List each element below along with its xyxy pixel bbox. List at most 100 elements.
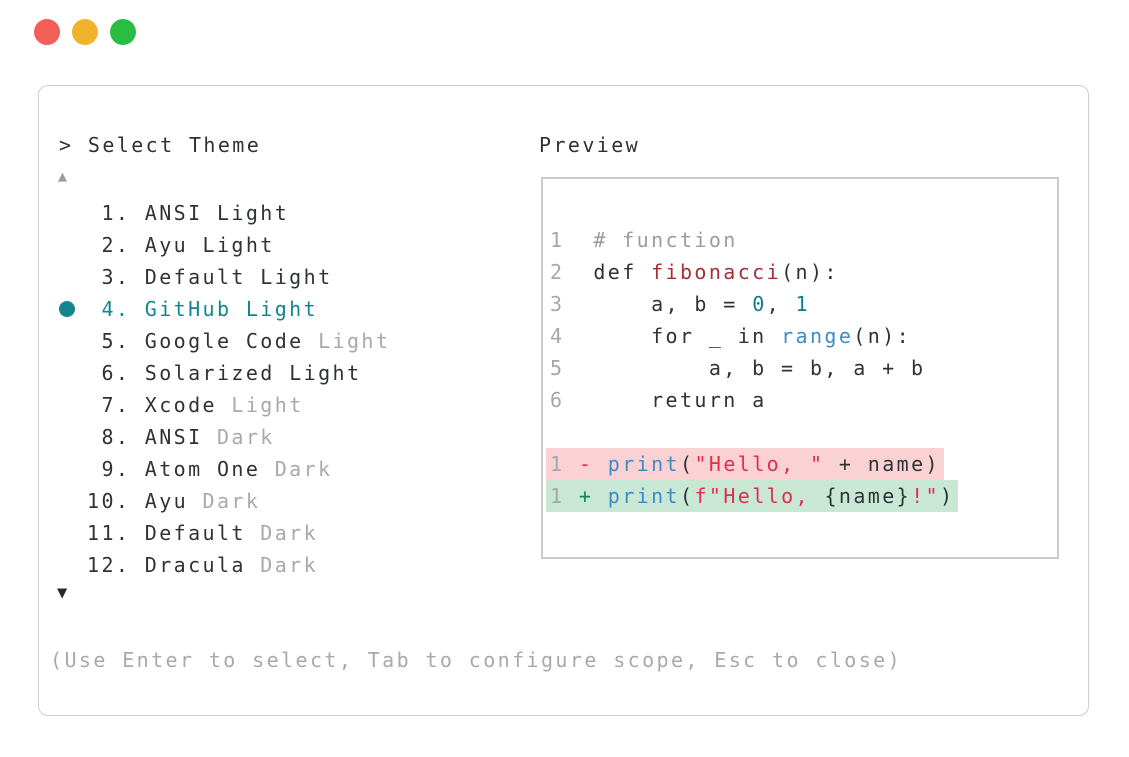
theme-option[interactable]: 7. Xcode Light (59, 389, 390, 421)
select-theme-prompt: > Select Theme (59, 133, 262, 157)
bullet-placeholder (59, 365, 75, 381)
code-token: ( (680, 484, 695, 508)
theme-option[interactable]: 3. Default Light (59, 261, 390, 293)
code-token: f"Hello, (694, 484, 825, 508)
theme-option-name: Default (144, 265, 246, 289)
bullet-placeholder (59, 557, 75, 573)
theme-option-number: 1. (87, 201, 145, 225)
theme-option-name: Ayu (144, 233, 189, 257)
bullet-placeholder (59, 397, 75, 413)
theme-option-variant: Light (188, 233, 275, 257)
code-token: # function (593, 228, 738, 252)
theme-option-number: 6. (87, 361, 145, 385)
code-line: 1 # function (546, 224, 742, 256)
theme-option-number: 8. (87, 425, 145, 449)
code-token: return a (593, 388, 767, 412)
theme-option-number: 7. (87, 393, 145, 417)
theme-option-number: 2. (87, 233, 145, 257)
code-line: 6 return a (546, 384, 771, 416)
line-number: 1 (550, 228, 594, 252)
theme-option-name: GitHub (144, 297, 232, 321)
bullet-placeholder (59, 237, 75, 253)
scroll-up-icon: ▲ (58, 167, 68, 185)
bullet-placeholder (59, 525, 75, 541)
bullet-placeholder (59, 333, 75, 349)
theme-option[interactable]: 1. ANSI Light (59, 197, 390, 229)
code-token: for _ in (593, 324, 782, 348)
theme-option-name: ANSI (144, 201, 203, 225)
line-number: 1 (550, 484, 579, 508)
theme-option[interactable]: 9. Atom One Dark (59, 453, 390, 485)
theme-option-variant: Dark (188, 489, 261, 513)
theme-option[interactable]: 2. Ayu Light (59, 229, 390, 261)
theme-option[interactable]: 11. Default Dark (59, 517, 390, 549)
close-window-button[interactable] (34, 19, 60, 45)
theme-option[interactable]: 10. Ayu Dark (59, 485, 390, 517)
theme-option-variant: Light (202, 201, 290, 225)
diff-line-removed: 1 - print("Hello, " + name) (546, 448, 944, 480)
keyboard-hint: (Use Enter to select, Tab to configure s… (50, 648, 903, 672)
theme-option-number: 10. (87, 489, 145, 513)
code-token: (n): (781, 260, 839, 284)
code-line: 2 def fibonacci(n): (546, 256, 843, 288)
code-token: 0 (752, 292, 767, 316)
theme-option-number: 11. (87, 521, 145, 545)
code-token: , (766, 292, 796, 316)
theme-option-name: Dracula (144, 553, 246, 577)
theme-option-number: 3. (87, 265, 145, 289)
theme-option-variant: Dark (260, 457, 333, 481)
code-line: 5 a, b = b, a + b (546, 352, 929, 384)
line-number: 1 (550, 452, 579, 476)
theme-option-name: Ayu (144, 489, 189, 513)
code-token: "Hello, " (694, 452, 825, 476)
selected-bullet-icon (59, 301, 75, 317)
theme-option[interactable]: 4. GitHub Light (59, 293, 390, 325)
theme-option-name: Solarized (144, 361, 275, 385)
theme-option-number: 12. (87, 553, 145, 577)
theme-option-name: Default (144, 521, 246, 545)
theme-option-number: 5. (87, 329, 145, 353)
scroll-down-icon: ▼ (57, 583, 68, 603)
theme-option[interactable]: 8. ANSI Dark (59, 421, 390, 453)
diff-line-added: 1 + print(f"Hello, {name}!") (546, 480, 959, 512)
bullet-placeholder (59, 461, 75, 477)
code-token: def (593, 260, 652, 284)
bullet-placeholder (59, 493, 75, 509)
code-token: 1 (795, 292, 810, 316)
theme-option[interactable]: 12. Dracula Dark (59, 549, 390, 581)
theme-option-variant: Dark (245, 521, 319, 545)
theme-option-name: Xcode (144, 393, 217, 417)
bullet-placeholder (59, 429, 75, 445)
minimize-window-button[interactable] (72, 19, 98, 45)
code-token: fibonacci (651, 260, 782, 284)
code-line: 4 for _ in range(n): (546, 320, 915, 352)
line-number: 3 (550, 292, 594, 316)
theme-option[interactable]: 6. Solarized Light (59, 357, 390, 389)
window-controls (34, 19, 136, 45)
theme-option-variant: Dark (245, 553, 319, 577)
code-token: a, b = b, a + b (593, 356, 926, 380)
line-number: 6 (550, 388, 594, 412)
theme-option-name: Google Code (144, 329, 304, 353)
code-token: ( (680, 452, 695, 476)
code-blank-line (546, 416, 554, 448)
theme-option-name: ANSI (144, 425, 203, 449)
line-number: 4 (550, 324, 594, 348)
code-token: + name) (824, 452, 940, 476)
line-number: 2 (550, 260, 594, 284)
theme-option-number: 9. (87, 457, 145, 481)
code-token: a, b = (593, 292, 753, 316)
code-token: print (607, 452, 680, 476)
theme-option-variant: Light (216, 393, 304, 417)
theme-option-variant: Light (274, 361, 362, 385)
preview-label: Preview (539, 133, 641, 157)
theme-option[interactable]: 5. Google Code Light (59, 325, 390, 357)
theme-option-variant: Light (231, 297, 319, 321)
code-token: print (607, 484, 680, 508)
code-token: range (781, 324, 854, 348)
line-number: 5 (550, 356, 594, 380)
theme-option-number: 4. (87, 297, 145, 321)
theme-option-variant: Light (245, 265, 333, 289)
zoom-window-button[interactable] (110, 19, 136, 45)
